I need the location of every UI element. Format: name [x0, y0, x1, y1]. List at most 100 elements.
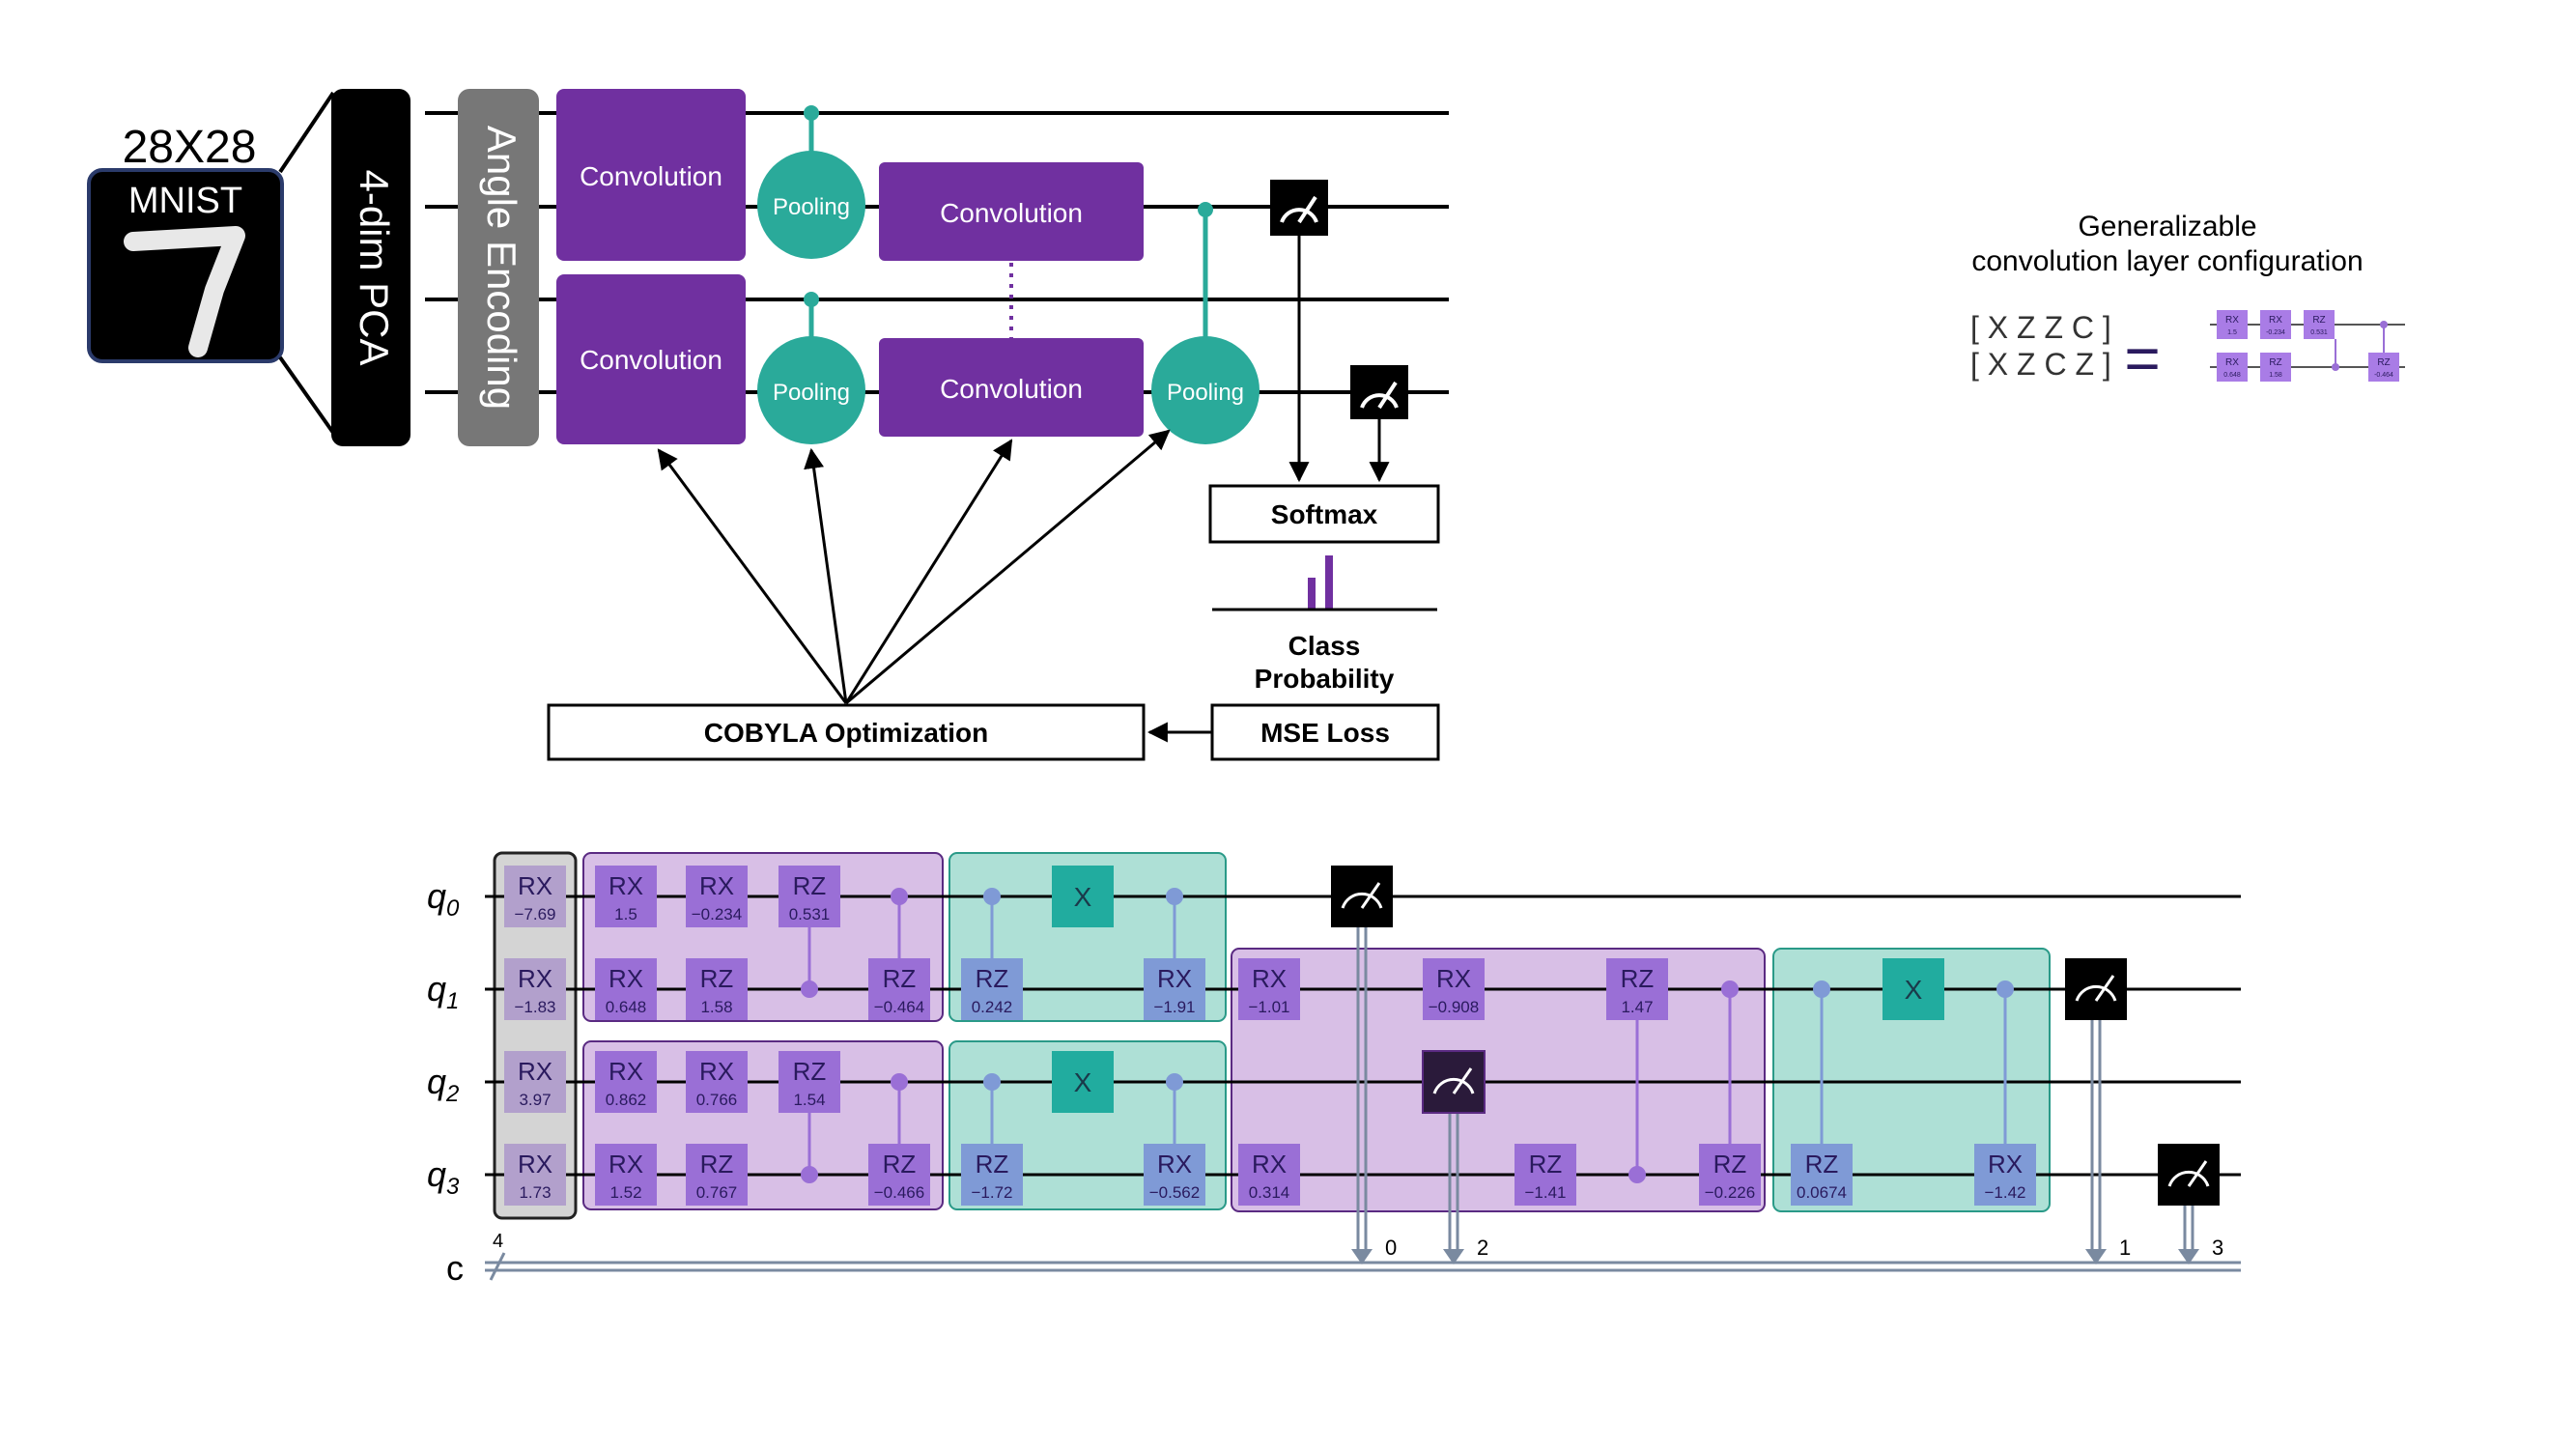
mini-gate-name: RX [2225, 357, 2239, 368]
conv2-gate-4-name: RZ [1529, 1150, 1563, 1179]
conv2-gate-4-box [1514, 1144, 1576, 1206]
convolution-block-2b [879, 338, 1144, 437]
mini-gate-box [2260, 310, 2291, 339]
conv2-gate-4-value: −1.41 [1524, 1183, 1566, 1202]
measure-q1-dial [2075, 984, 2117, 1002]
measure-dial-arch-1 [1280, 208, 1318, 223]
pool1-bot-x-gate-box [1052, 1051, 1114, 1113]
conv1-bot-gate-4-name: RZ [700, 1150, 734, 1179]
pool1-top-gate-1-value: −1.91 [1153, 998, 1195, 1016]
config-panel: Generalizable convolution layer configur… [1970, 211, 2405, 393]
conv1-top-gate-3-box [595, 958, 657, 1020]
encoding-gate-2-value: 3.97 [519, 1091, 551, 1109]
config-row-2: [ X Z C Z ] [1970, 347, 2111, 382]
mini-gate-box [2217, 353, 2248, 382]
pool1-bot-gate-1-name: RX [1157, 1150, 1192, 1179]
conv2-gate-1-box [1423, 958, 1485, 1020]
conv1-top-gate-0-name: RX [609, 871, 643, 900]
measure-q0-bit: 0 [1385, 1236, 1397, 1260]
conv1-bot-gate-2-box [778, 1051, 840, 1113]
mini-gate-box [2368, 353, 2399, 382]
pool1-top-x-gate-label: X [1074, 882, 1092, 912]
conv1-top-gate-1-value: −0.234 [692, 905, 742, 923]
encoding-gate-1-name: RX [518, 964, 552, 993]
conv1-bot-gate-2-value: 1.54 [793, 1091, 825, 1109]
conv1-bot-gate-3-box [595, 1144, 657, 1206]
conv1-bot-gate-4-value: 0.767 [696, 1183, 738, 1202]
architecture-diagram: 28X28 MNIST 7 4-dim PCA Angle Encoding C… [87, 89, 1449, 761]
pca-block [331, 89, 410, 446]
encoding-gate-1-value: −1.83 [514, 998, 555, 1016]
conv1-top-gate-5-name: RZ [883, 964, 917, 993]
conv2-gate-3-name: RX [1252, 1150, 1287, 1179]
pool-control-dot-3 [1198, 202, 1213, 217]
convolution-label: Convolution [940, 198, 1083, 228]
mnist-label: MNIST [128, 181, 242, 221]
encoding-region [493, 851, 578, 1220]
measure-dial-arch-2 [1360, 393, 1399, 409]
pooling-node-1a [757, 151, 865, 259]
convolution-block-2a [879, 162, 1144, 261]
arrow-opt-pool2 [845, 429, 1171, 705]
pool1-bot-gate-0-value: −1.72 [971, 1183, 1012, 1202]
pool1-bot-gate-0-box [961, 1144, 1023, 1206]
convolution-block-1b [556, 274, 746, 444]
conv1-bot-gate-0-value: 0.862 [606, 1091, 647, 1109]
conv1-bot-gate-1-value: 0.766 [696, 1091, 738, 1109]
conv1-bot-control-a-dot [801, 1166, 818, 1183]
pool1-bot-gate-0-name: RZ [976, 1150, 1009, 1179]
conv1-bot-gate-1-name: RX [699, 1057, 734, 1086]
fan-line-bottom [278, 355, 335, 435]
measure-q1-needle [2094, 975, 2115, 1002]
mini-control-dot-1 [2332, 363, 2339, 371]
conv2-gate-3-value: 0.314 [1249, 1183, 1290, 1202]
pool1-top-gate-0-name: RZ [976, 964, 1009, 993]
encoding-gate-2-name: RX [518, 1057, 552, 1086]
conv2-gate-0-box [1238, 958, 1300, 1020]
softmax-label: Softmax [1271, 499, 1378, 529]
pool-control-dot-2 [804, 292, 819, 307]
pool2-x-gate-box [1882, 958, 1944, 1020]
conv1-top-gate-1-box [686, 866, 748, 927]
config-equals: = [2124, 324, 2160, 393]
conv1-bot-gate-1-box [686, 1051, 748, 1113]
measure-q2-box [1422, 1050, 1486, 1114]
pool1-top-gate-1-box [1144, 958, 1205, 1020]
conv2-control-b-dot [1721, 980, 1739, 998]
mini-gate-name: RX [2269, 315, 2282, 326]
conv2-gate-5-value: −0.226 [1705, 1183, 1755, 1202]
mse-loss-label: MSE Loss [1260, 718, 1390, 748]
conv2-gate-2-box [1606, 958, 1668, 1020]
measure-q1-bit: 1 [2119, 1236, 2131, 1260]
conv1-bot-gate-5-value: −0.466 [874, 1183, 924, 1202]
mini-gate-name: RX [2225, 315, 2239, 326]
pooling-label: Pooling [1167, 380, 1244, 406]
conv2-gate-3-box [1238, 1144, 1300, 1206]
pool2-x-gate-label: X [1905, 975, 1923, 1005]
measure-q3-needle [2187, 1160, 2208, 1187]
measure-q0-arrow [1351, 1249, 1373, 1264]
conv1-bot-gate-3-name: RX [609, 1150, 643, 1179]
convolution-label: Convolution [940, 374, 1083, 404]
mini-gate-value: 1.5 [2227, 329, 2237, 336]
pool2-gate-0-name: RZ [1805, 1150, 1839, 1179]
conv1-top-control-a-dot [801, 980, 818, 998]
encoding-gate-2-box [504, 1051, 566, 1113]
mini-gate-value: 0.531 [2310, 329, 2328, 336]
conv1-top-gate-2-value: 0.531 [789, 905, 831, 923]
class-prob-bar-1 [1308, 578, 1316, 609]
measure-icon-arch-1 [1270, 180, 1328, 236]
pool2-gate-0-value: 0.0674 [1797, 1183, 1847, 1202]
pool1-top-control-b-dot [1166, 888, 1183, 905]
conv1-top-gate-4-value: 1.58 [700, 998, 732, 1016]
config-title-2: convolution layer configuration [1971, 245, 2363, 277]
pooling-node-1b [757, 336, 865, 444]
angle-encoding-block [458, 89, 539, 446]
pool1-bot-control-b-dot [1166, 1073, 1183, 1091]
measure-q3-arrow [2178, 1249, 2199, 1264]
conv1-top-gate-5-box [868, 958, 930, 1020]
measure-q3-bit: 3 [2212, 1236, 2223, 1260]
mini-gate-box [2217, 310, 2248, 339]
conv1-top-gate-2-name: RZ [793, 871, 827, 900]
pool1-top-gate-0-value: 0.242 [972, 998, 1013, 1016]
